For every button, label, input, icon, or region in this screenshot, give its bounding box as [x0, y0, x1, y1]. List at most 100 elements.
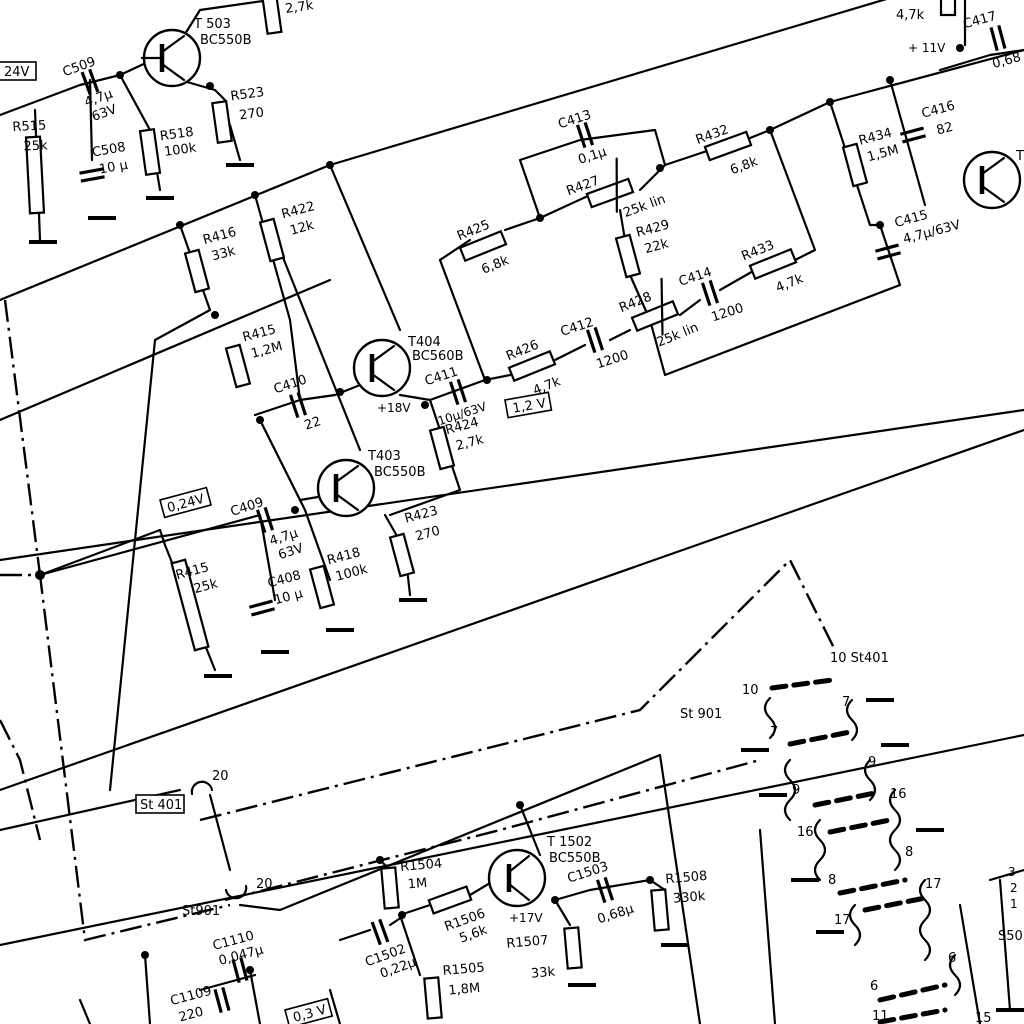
resistor-r433: R433 4,7k — [740, 238, 806, 296]
capacitor-c1110: C1110 0,047µ — [211, 929, 265, 984]
c1109-value: 220 — [177, 1005, 205, 1024]
top-wiring — [0, 0, 1024, 792]
r-top-value: 2,7k — [284, 0, 314, 17]
t404-name: T404 — [407, 335, 441, 350]
resistor-r518: R518 100k — [138, 125, 198, 177]
c416-name: C416 — [920, 98, 957, 121]
voltage-label-0-24v: 0,24V — [159, 486, 213, 519]
junction-dots — [35, 44, 964, 974]
r1505-value: 1,8M — [448, 981, 481, 999]
r515-value: 25k — [23, 138, 48, 154]
connector-pin-numbers: 10 7 9 16 8 17 6 11 15 7 9 16 8 17 6 3 2… — [742, 683, 1018, 1024]
r-top-right-value: 4,7k — [896, 8, 925, 23]
capacitor-c408: C408 10 µ — [248, 568, 305, 617]
r518-value: 100k — [163, 141, 198, 160]
pin-10-a: 10 — [742, 683, 759, 698]
voltage-label-0-3v: 0,3 V — [284, 997, 334, 1024]
resistor-r418: R418 100k — [308, 545, 370, 610]
st401-left-label: St 401 — [140, 798, 182, 813]
r1504-name: R1504 — [400, 856, 443, 875]
c413-value: 0,1µ — [576, 145, 608, 168]
r415b-value: 25k — [192, 576, 220, 597]
pin-7-b: 7 — [842, 695, 850, 710]
pin-8-a: 8 — [828, 873, 836, 888]
resistor-r429: R429 22k — [614, 218, 671, 279]
r1508-value: 330k — [672, 889, 706, 907]
t1502-supply: +17V — [509, 911, 543, 925]
c1503-value: 0,68µ — [596, 902, 636, 928]
pin-15-a: 15 — [975, 1011, 992, 1024]
c416-value: 82 — [935, 120, 955, 139]
voltage-label-1-2v: 1,2 V — [504, 391, 553, 419]
resistor-r434: R434 1,5M — [841, 126, 900, 188]
capacitor-c1502: C1502 0,22µ — [363, 918, 418, 982]
capacitor-c1109: C1109 220 — [169, 984, 231, 1024]
capacitor-c414: C414 1200 — [677, 265, 746, 325]
r423-value: 270 — [414, 524, 442, 545]
t1502-type: BC550B — [549, 851, 601, 866]
r425-value: 6,8k — [479, 253, 511, 278]
transistor-t503: T 503 BC550B — [140, 17, 252, 88]
resistor-r-top: 2,7k — [261, 0, 315, 36]
resistor-r-top-right: 4,7k — [896, 0, 957, 23]
pin-16-a: 16 — [797, 825, 814, 840]
st901-left-pin: 20 — [256, 877, 273, 892]
pin-3: 3 — [1008, 865, 1016, 879]
r427-value: 25k lin — [621, 192, 667, 221]
pin-7-a: 7 — [770, 725, 778, 740]
transistor-t404: T404 BC560B +18V — [352, 335, 464, 415]
pin-11-a: 11 — [872, 1009, 889, 1024]
resistor-r1504: R1504 1M — [380, 856, 443, 910]
resistor-r523: R523 270 — [211, 85, 265, 145]
t503-name: T 503 — [193, 17, 231, 32]
connector-st401-right: 10 St401 — [830, 651, 889, 666]
c411-name: C411 — [423, 365, 460, 390]
resistor-r415b: R415 25k — [170, 558, 220, 652]
resistor-r426: R426 4,7k — [504, 338, 563, 399]
st401-left-pin: 20 — [212, 769, 229, 784]
r429-value: 22k — [643, 236, 671, 257]
resistor-r1507: R1507 33k — [506, 926, 583, 982]
connector-s50: S50 — [998, 929, 1023, 944]
resistor-r416: R416 33k — [183, 225, 238, 294]
connector-strip — [763, 677, 1024, 1024]
t404-supply: +18V — [377, 401, 411, 415]
c417-value: 0,68 — [991, 50, 1023, 72]
pin-1: 1 — [1010, 897, 1018, 911]
pin-17-b: 17 — [925, 877, 942, 892]
c508-name: C508 — [91, 140, 127, 161]
r515-name: R515 — [12, 118, 47, 135]
transistor-t-right: T — [962, 149, 1024, 210]
c508-value: 10 µ — [98, 158, 129, 178]
capacitor-c413: C413 0,1µ — [556, 108, 608, 168]
r523-value: 270 — [238, 105, 265, 123]
pin-8-b: 8 — [905, 845, 913, 860]
capacitor-c411: C411 10µ/63V — [423, 365, 489, 429]
pin-16-b: 16 — [890, 787, 907, 802]
r1504-value: 1M — [407, 876, 428, 893]
r422-value: 12k — [288, 218, 316, 239]
transistor-t403: T403 BC550B — [316, 449, 426, 518]
voltage-1-2v-text: 1,2 V — [511, 396, 547, 417]
c410-name: C410 — [272, 373, 309, 398]
resistor-r1506: R1506 5,6k — [427, 885, 490, 946]
resistor-r1508: R1508 330k — [650, 869, 708, 932]
pin-17-a: 17 — [834, 913, 851, 928]
pin-6-a: 6 — [870, 979, 878, 994]
r416-value: 33k — [210, 244, 238, 265]
connector-st901-left: St901 20 — [182, 877, 273, 919]
t503-type: BC550B — [200, 33, 252, 48]
r1505-name: R1505 — [442, 960, 485, 979]
capacitor-c508: C508 10 µ — [79, 140, 129, 183]
pin-6-b: 6 — [948, 951, 956, 966]
c410-value: 22 — [303, 414, 323, 433]
r432-value: 6,8k — [728, 154, 760, 178]
capacitor-c412: C412 1200 — [559, 315, 631, 372]
r433-value: 4,7k — [774, 271, 806, 296]
capacitor-c417: C417 0,68 — [962, 9, 1023, 72]
connector-st901-right: St 901 — [680, 707, 722, 722]
t1502-name: T 1502 — [546, 835, 592, 850]
voltage-label-24v: 24V — [0, 61, 37, 81]
resistor-r425: R425 6,8k — [455, 218, 511, 278]
